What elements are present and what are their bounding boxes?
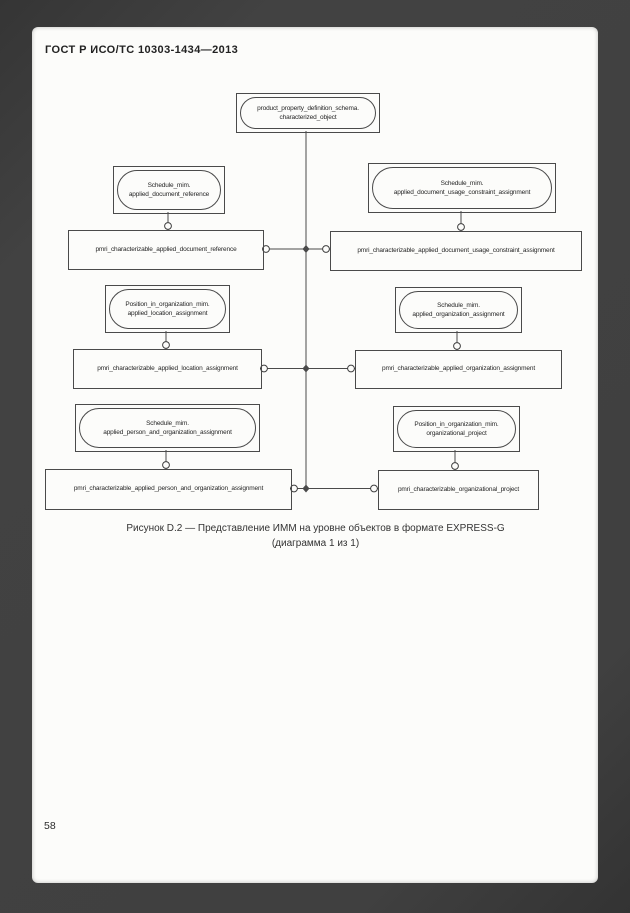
entity-pmri-characterizable-applied-location-assignment: pmri_characterizable_applied_location_as… xyxy=(73,349,262,389)
schema-prefix: product_property_definition_schema. xyxy=(257,104,359,112)
figure-caption-line2: (диаграмма 1 из 1) xyxy=(271,538,360,549)
entity-name: pmri_characterizable_applied_location_as… xyxy=(97,364,238,372)
figure-caption-line1: Рисунок D.2 — Представление ИММ на уровн… xyxy=(126,523,505,534)
document-header-title: ГОСТ Р ИСО/ТС 10303-1434—2013 xyxy=(45,44,239,56)
interfaced-entity-stadium: product_property_definition_schema. char… xyxy=(240,97,376,129)
figure-caption: Рисунок D.2 — Представление ИММ на уровн… xyxy=(33,521,598,551)
interfaced-entity-stadium: Schedule_mim. applied_document_usage_con… xyxy=(372,167,552,209)
entity-name: pmri_characterizable_applied_person_and_… xyxy=(73,485,264,493)
interfaced-entity-stadium: Schedule_mim. applied_person_and_organiz… xyxy=(79,408,256,448)
interfaced-entity-stadium: Position_in_organization_mim. applied_lo… xyxy=(109,289,226,329)
schema-prefix: Schedule_mim. xyxy=(440,179,484,187)
entity-pmri-characterizable-applied-person-and-organization-assignment: pmri_characterizable_applied_person_and_… xyxy=(45,469,292,510)
entity-pmri-characterizable-organizational-project: pmri_characterizable_organizational_proj… xyxy=(378,470,539,510)
entity-name: pmri_characterizable_applied_organizatio… xyxy=(382,365,535,373)
entity-name: applied_document_usage_constraint_assign… xyxy=(393,189,531,196)
document-page xyxy=(32,27,598,883)
interfaced-entity-stadium: Schedule_mim. applied_organization_assig… xyxy=(399,291,518,329)
node-ref-applied-organization-assignment: Schedule_mim. applied_organization_assig… xyxy=(395,287,522,333)
schema-prefix: Position_in_organization_mim. xyxy=(414,420,499,428)
page-number: 58 xyxy=(44,820,56,832)
node-characterized-object: product_property_definition_schema. char… xyxy=(236,93,380,133)
entity-name: characterized_object xyxy=(279,114,337,121)
entity-name: pmri_characterizable_organizational_proj… xyxy=(397,485,520,493)
interfaced-entity-stadium: Schedule_mim. applied_document_reference xyxy=(117,170,221,210)
node-ref-organizational-project: Position_in_organization_mim. organizati… xyxy=(393,406,520,452)
entity-name: applied_organization_assignment xyxy=(412,311,505,318)
schema-prefix: Schedule_mim. xyxy=(147,181,191,189)
entity-pmri-characterizable-applied-document-usage-constraint-assignment: pmri_characterizable_applied_document_us… xyxy=(330,231,582,271)
schema-prefix: Schedule_mim. xyxy=(437,301,480,309)
entity-name: applied_person_and_organization_assignme… xyxy=(103,429,232,436)
entity-name: pmri_characterizable_applied_document_re… xyxy=(95,245,237,253)
entity-name: pmri_characterizable_applied_document_us… xyxy=(357,246,555,254)
entity-pmri-characterizable-applied-document-reference: pmri_characterizable_applied_document_re… xyxy=(68,230,264,270)
entity-name: applied_document_reference xyxy=(128,191,210,198)
entity-pmri-characterizable-applied-organization-assignment: pmri_characterizable_applied_organizatio… xyxy=(355,350,562,389)
node-ref-applied-location-assignment: Position_in_organization_mim. applied_lo… xyxy=(105,285,230,333)
node-ref-applied-person-and-organization-assignment: Schedule_mim. applied_person_and_organiz… xyxy=(75,404,260,452)
entity-name: applied_location_assignment xyxy=(127,310,208,317)
node-ref-applied-document-reference: Schedule_mim. applied_document_reference xyxy=(113,166,225,214)
schema-prefix: Position_in_organization_mim. xyxy=(125,300,210,308)
entity-name: organizational_project xyxy=(426,430,487,437)
interfaced-entity-stadium: Position_in_organization_mim. organizati… xyxy=(397,410,516,448)
node-ref-applied-document-usage-constraint-assignment: Schedule_mim. applied_document_usage_con… xyxy=(368,163,556,213)
schema-prefix: Schedule_mim. xyxy=(146,419,189,427)
